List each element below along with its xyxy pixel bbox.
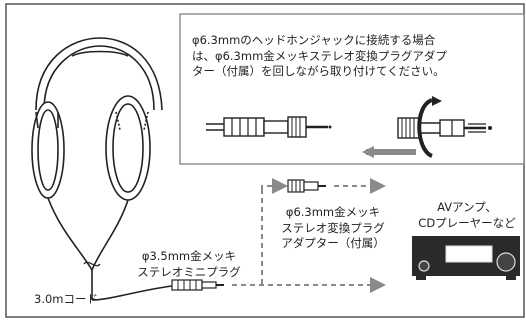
amp-label-line: AVアンプ、 — [437, 200, 497, 214]
note-line: φ6.3mmのヘッドホンジャックに接続する場合 — [192, 33, 436, 47]
adapter-label-line: φ6.3mm金メッキ — [285, 205, 381, 219]
mini-plug-label-line: ステレオミニプラグ — [137, 264, 241, 279]
note-line: は、φ6.3mm金メッキステレオ変換プラグアダプ — [192, 48, 447, 63]
adapter-icon — [397, 117, 492, 139]
mini-plug-label-line: φ3.5mm金メッキ — [141, 249, 237, 263]
rotate-arrow — [417, 98, 434, 158]
plug-6.3mm-icon — [206, 116, 332, 138]
note-text: φ6.3mmのヘッドホンジャックに接続する場合 は、φ6.3mm金メッキステレオ… — [192, 33, 447, 80]
amp-label-line: CDプレーヤーなど — [418, 215, 516, 230]
cord-label: 3.0mコード — [34, 292, 98, 306]
note-line: ター（付属）を回しながら取り付けてください。 — [192, 64, 445, 78]
headphones-icon — [31, 37, 173, 301]
adapter-label: φ6.3mm金メッキ ステレオ変換プラグ アダプター（付属） — [266, 205, 400, 252]
amp-label: AVアンプ、 CDプレーヤーなど — [410, 200, 524, 231]
adapter-small-icon — [287, 179, 326, 193]
adapter-label-line: ステレオ変換プラグ — [281, 220, 385, 235]
note-box — [179, 13, 525, 165]
av-amplifier-icon — [412, 236, 520, 280]
plug-3.5mm-icon — [171, 279, 224, 291]
mini-plug-label: φ3.5mm金メッキ ステレオミニプラグ — [124, 249, 254, 280]
adapter-label-line: アダプター（付属） — [281, 236, 385, 250]
